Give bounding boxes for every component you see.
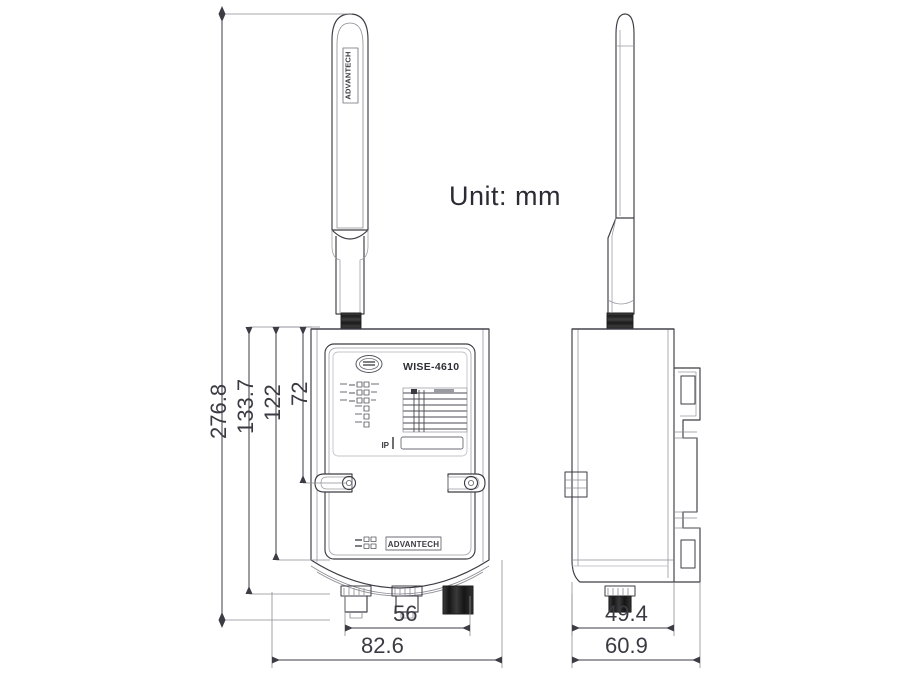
dimension-overall-width: 82.6: [361, 633, 404, 658]
side-antenna: [606, 13, 635, 330]
dimension-overall-depth: 60.9: [605, 633, 648, 658]
device-model-label-svg: WISE-4610: [403, 361, 459, 373]
side-bottom-connector: [604, 585, 636, 613]
front-body: [310, 328, 490, 597]
antenna-brand-label-svg: ADVANTECH: [344, 51, 353, 99]
terminal-marks: [355, 536, 377, 549]
advantech-logo-icon: [355, 355, 383, 373]
wiring-table: [402, 387, 468, 433]
front-horizontal-arrows: [272, 624, 502, 664]
side-body: [564, 328, 701, 613]
unit-note: Unit: mm: [449, 181, 561, 211]
dimension-overall-height: 276.8: [206, 383, 231, 439]
ip-field: [392, 436, 464, 450]
dimension-body-with-connector-height: 133.7: [233, 378, 258, 434]
brand-label-svg: ADVANTECH: [388, 540, 439, 549]
front-horizontal-dimension-lines: [272, 627, 502, 661]
power-connector: [442, 585, 474, 615]
led-indicator-group: [340, 381, 379, 428]
side-latch: [564, 471, 588, 498]
mounting-ear-right: [447, 473, 486, 493]
side-horizontal-arrows: [572, 624, 700, 664]
side-horizontal-dimension-lines: [572, 627, 700, 661]
din-rail-bracket: [674, 367, 701, 583]
dimension-body-depth: 49.4: [605, 601, 648, 626]
front-antenna-brand-box: [342, 47, 359, 104]
brand-plate-box: [385, 536, 442, 551]
dimension-upper-panel-height: 72: [287, 381, 312, 406]
cable-gland-2: [391, 585, 423, 619]
ip-field-label-svg: IP: [381, 441, 389, 450]
front-bottom-connectors: [340, 585, 474, 619]
dimension-body-width: 56: [393, 601, 418, 626]
dimension-body-height: 122: [260, 384, 285, 421]
vertical-dimension-lines: [218, 6, 304, 628]
cable-gland-1: [340, 585, 372, 619]
vertical-dimensions: [222, 13, 352, 621]
front-antenna: [331, 13, 369, 330]
vertical-dimension-arrows: [218, 14, 307, 620]
